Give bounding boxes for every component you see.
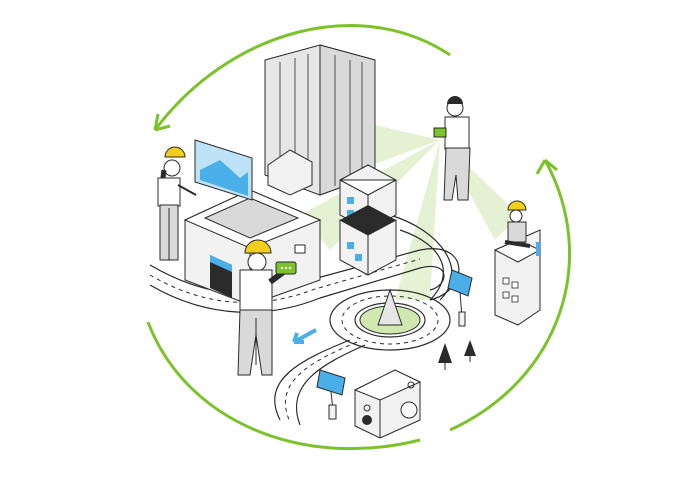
solar-panel-icon (447, 269, 473, 327)
worker-with-device (237, 239, 297, 376)
worker-at-screen (157, 146, 197, 261)
solar-panel-icon (316, 369, 346, 420)
office-tower (264, 44, 376, 196)
modular-building (339, 164, 397, 276)
direction-arrow-blue (292, 328, 317, 344)
monitor-screen (194, 139, 253, 201)
seated-worker (504, 200, 531, 248)
cycle-arrow-top (153, 24, 451, 131)
roundabout-tree (377, 288, 403, 326)
cycle-arrow-right (449, 159, 572, 432)
cycle-arrow-left (146, 321, 421, 451)
tree-icon (438, 343, 452, 363)
lab-building (353, 369, 422, 439)
tablet-icon (433, 127, 447, 138)
tree-icon (464, 340, 476, 356)
worker-with-tablet (433, 96, 471, 201)
